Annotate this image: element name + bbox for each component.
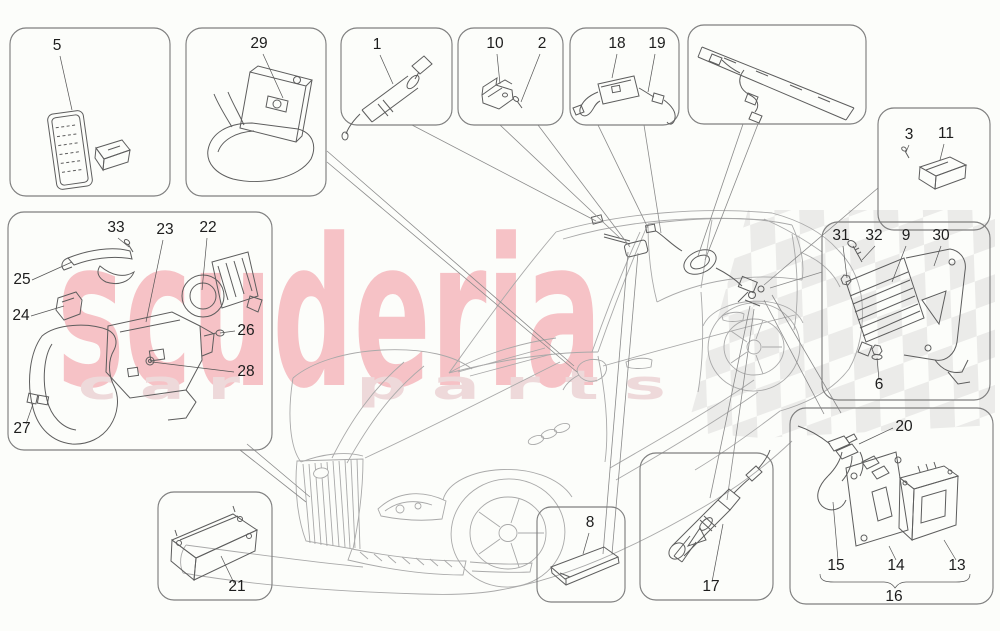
watermark-brand-text: scuderia [57,196,602,434]
watermark-tagline-car: c a r [78,363,240,409]
panel-17[interactable] [639,452,774,601]
callout-17: 17 [702,578,719,595]
callout-18: 18 [608,35,625,52]
panel-1[interactable] [340,27,453,126]
callout-21: 21 [228,578,245,595]
checkered-flag-graphic [686,210,995,438]
callout-labels: 5 29 1 10 2 18 19 3 11 33 23 22 25 24 26… [12,35,965,605]
callout-2: 2 [538,35,547,52]
callout-23: 23 [156,221,173,238]
callout-22: 22 [199,219,216,236]
part-shelf-trim-harness [697,46,855,124]
part-10-2-bracket-screw [481,76,523,110]
callout-1: 1 [373,36,382,53]
callout-24: 24 [12,307,30,324]
watermark: scuderia c a r p a r t s [57,196,995,438]
callout-13: 13 [948,557,965,574]
watermark-tagline-parts: p a r t s [356,363,666,409]
leader-lines [239,123,879,555]
part-front-sensor-assembly [26,239,263,445]
callout-5: 5 [53,37,62,54]
part-17-actuator [668,449,771,563]
part-5-grille-pad [47,110,131,190]
callout-30: 30 [932,227,950,244]
callout-19: 19 [648,35,665,52]
grille-emblem [313,467,329,479]
side-mirror [576,359,607,382]
callout-25: 25 [13,271,30,288]
part-29-mirror-module [207,65,315,182]
callout-16: 16 [885,588,902,605]
callout-14: 14 [887,557,905,574]
callout-26: 26 [237,322,254,339]
callout-32: 32 [865,227,882,244]
panel-29[interactable] [185,27,327,197]
part-18-19-module-cables [572,75,676,125]
callout-29: 29 [250,35,267,52]
part-ecu-bracket-assembly [840,240,971,385]
detail-panels [7,24,994,605]
callout-9: 9 [902,227,911,244]
callout-8: 8 [586,514,595,531]
callout-leaders [25,53,971,589]
callout-27: 27 [13,420,30,437]
car-line-drawing [180,210,863,595]
callout-15: 15 [827,557,844,574]
part-harness-bracket-module [797,425,960,547]
part-3-11-module [901,146,968,190]
panel-front-sensor-assembly[interactable] [7,211,273,451]
panel-10-2[interactable] [457,27,564,126]
panel-ecu-bracket[interactable] [821,221,991,401]
panel-8[interactable] [536,506,626,603]
callout-33: 33 [107,219,124,236]
panel-3-11[interactable] [877,107,991,231]
callout-28: 28 [237,363,254,380]
callout-3: 3 [905,126,914,143]
callout-10: 10 [486,35,504,52]
callout-31: 31 [832,227,849,244]
part-21-module [170,505,259,581]
callout-20: 20 [895,418,913,435]
callout-11: 11 [938,125,954,142]
panel-5[interactable] [9,27,171,197]
part-8-flat-module [550,546,620,586]
roof-mounted-parts [590,214,765,307]
panel-shelf-trim[interactable] [687,24,867,125]
callout-6: 6 [875,376,884,393]
panel-18-19[interactable] [569,27,680,126]
panel-harness-module[interactable] [789,407,994,605]
part-1-antenna-cylinder [341,55,433,141]
panel-21[interactable] [157,491,273,601]
